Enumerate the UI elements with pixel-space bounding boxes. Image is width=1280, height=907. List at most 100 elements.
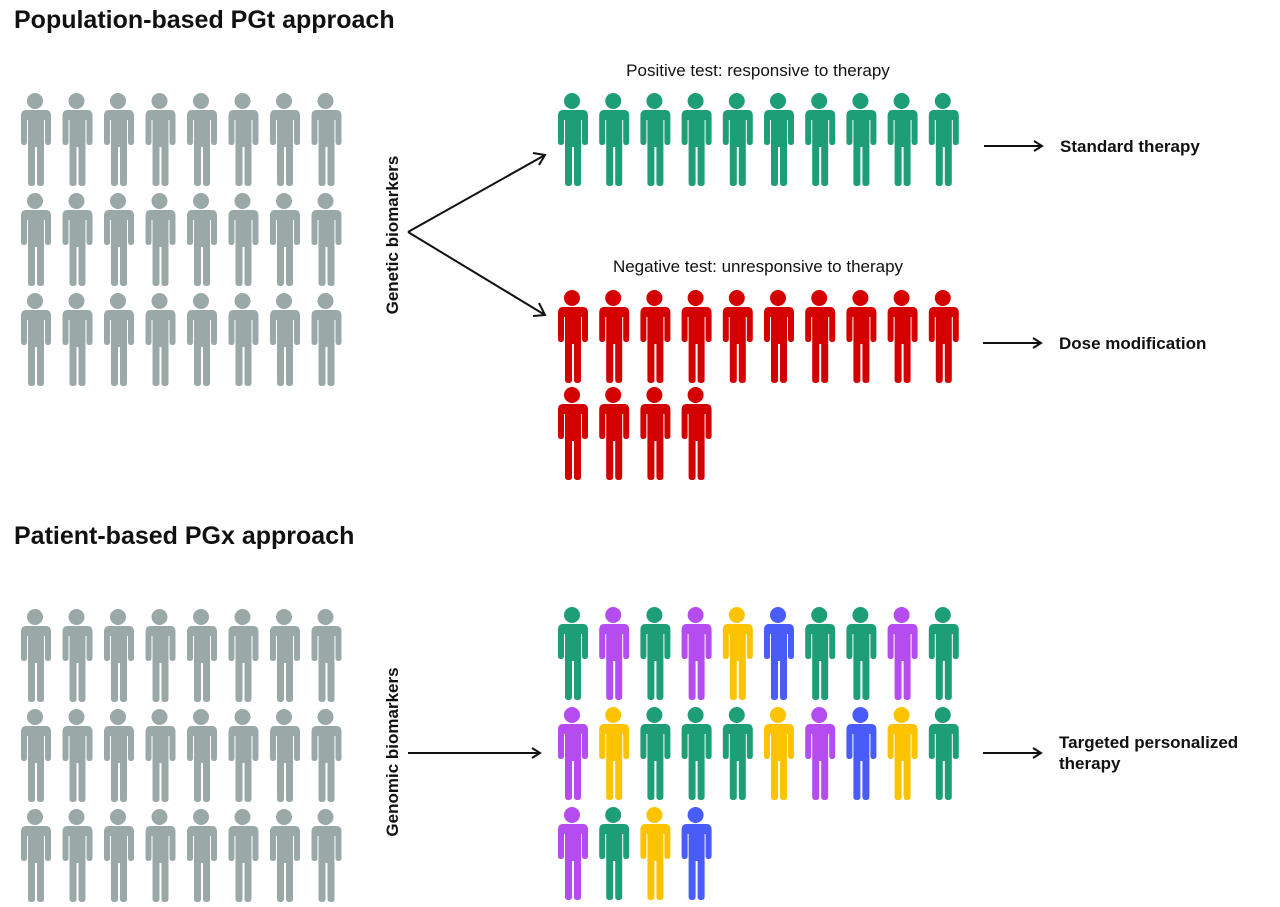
person-icon — [187, 293, 217, 386]
person-icon — [270, 709, 300, 802]
person-icon — [104, 93, 134, 186]
person-icon — [21, 93, 51, 186]
negative-test-caption: Negative test: unresponsive to therapy — [612, 257, 904, 276]
person-icon — [228, 809, 259, 902]
person-icon — [21, 193, 51, 286]
person-icon — [62, 193, 93, 286]
person-icon — [887, 93, 918, 186]
person-icon — [558, 707, 588, 800]
pgx-section-title: Patient-based PGx approach — [14, 522, 355, 550]
targeted-therapy-line-1: Targeted personalized — [1059, 733, 1239, 752]
person-icon — [228, 709, 259, 802]
person-icon — [311, 293, 342, 386]
person-icon — [681, 290, 712, 383]
arrows — [407, 140, 1044, 759]
person-icon — [187, 193, 217, 286]
pgx-population-grid — [21, 609, 342, 902]
person-icon — [62, 93, 93, 186]
person-icon — [640, 807, 671, 900]
person-icon — [228, 293, 259, 386]
person-icon — [681, 707, 712, 800]
person-icon — [21, 709, 51, 802]
person-icon — [599, 607, 630, 700]
person-icon — [764, 607, 794, 700]
person-icon — [558, 387, 588, 480]
person-icon — [145, 809, 176, 902]
person-icon — [805, 290, 836, 383]
person-icon — [104, 709, 134, 802]
person-icon — [599, 807, 630, 900]
person-icon — [187, 93, 217, 186]
person-icon — [681, 807, 712, 900]
dose-modification-outcome: Dose modification — [1059, 334, 1207, 353]
person-icon — [887, 607, 918, 700]
person-icon — [145, 293, 176, 386]
person-icon — [722, 707, 753, 800]
person-icon — [722, 290, 753, 383]
person-icon — [270, 93, 300, 186]
person-icon — [270, 609, 300, 702]
person-icon — [558, 607, 588, 700]
person-icon — [764, 93, 794, 186]
person-icon — [681, 93, 712, 186]
person-icon — [846, 93, 877, 186]
person-icon — [928, 707, 959, 800]
person-icon — [558, 807, 588, 900]
person-icon — [887, 707, 918, 800]
person-icon — [187, 709, 217, 802]
person-icon — [145, 709, 176, 802]
person-icon — [270, 809, 300, 902]
arrowhead-positive-icon — [532, 152, 547, 166]
person-icon — [62, 709, 93, 802]
person-icon — [640, 290, 671, 383]
person-icon — [558, 93, 588, 186]
person-icon — [228, 609, 259, 702]
arrowhead-targeted-icon — [1032, 747, 1043, 759]
person-icon — [764, 290, 794, 383]
person-icon — [681, 387, 712, 480]
person-icon — [640, 387, 671, 480]
arrowhead-genomic-icon — [531, 747, 542, 759]
person-icon — [62, 609, 93, 702]
pgt-positive-group — [558, 93, 959, 186]
targeted-therapy-outcome: Targeted personalized therapy — [1059, 732, 1238, 774]
arrow-to-positive — [407, 154, 546, 233]
person-icon — [311, 709, 342, 802]
person-icon — [145, 193, 176, 286]
person-icon — [21, 293, 51, 386]
person-icon — [62, 293, 93, 386]
person-icon — [846, 707, 877, 800]
person-icon — [846, 290, 877, 383]
person-icon — [722, 607, 753, 700]
person-icon — [805, 607, 836, 700]
person-icon — [928, 290, 959, 383]
person-icon — [928, 93, 959, 186]
person-icon — [558, 290, 588, 383]
person-icon — [187, 809, 217, 902]
arrowhead-standard-icon — [1033, 140, 1044, 152]
person-icon — [104, 193, 134, 286]
person-icon — [187, 609, 217, 702]
person-icon — [104, 609, 134, 702]
person-icon — [311, 609, 342, 702]
positive-test-caption: Positive test: responsive to therapy — [626, 61, 890, 80]
person-icon — [145, 609, 176, 702]
person-icon — [228, 93, 259, 186]
person-icon — [21, 809, 51, 902]
person-icon — [104, 809, 134, 902]
arrow-to-negative — [407, 231, 546, 316]
person-icon — [805, 707, 836, 800]
person-icon — [846, 607, 877, 700]
arrowhead-dose-icon — [1032, 337, 1043, 349]
person-icon — [599, 707, 630, 800]
person-icon — [599, 387, 630, 480]
person-icon — [928, 607, 959, 700]
person-icon — [805, 93, 836, 186]
person-icon — [21, 609, 51, 702]
person-icon — [145, 93, 176, 186]
person-icon — [640, 93, 671, 186]
person-icon — [311, 193, 342, 286]
person-icon — [311, 809, 342, 902]
person-icon — [599, 290, 630, 383]
